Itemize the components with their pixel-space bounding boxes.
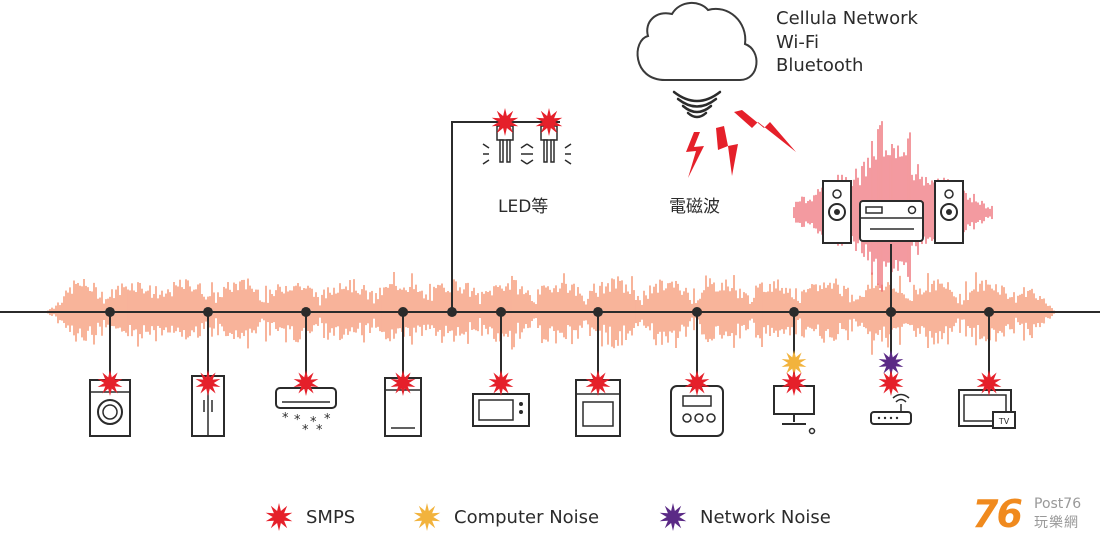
network-noise-marker-icon (658, 502, 688, 532)
junction-node (203, 307, 213, 317)
junction-node (105, 307, 115, 317)
computer-noise-marker-icon (412, 502, 442, 532)
noise-bursts (97, 350, 1002, 396)
legend-item-smps: SMPS (264, 502, 355, 532)
smps-noise-burst (535, 108, 563, 136)
speaker-left-icon (822, 180, 852, 244)
electromagnetic-wave-icon (686, 110, 796, 178)
junction-node (398, 307, 408, 317)
smps-marker-icon (264, 502, 294, 532)
junction-node (789, 307, 799, 317)
smps-noise-burst (293, 370, 319, 396)
smps-noise-burst (488, 370, 514, 396)
smps-noise-burst (97, 370, 123, 396)
legend-markers (265, 503, 687, 531)
smps-noise-burst (878, 370, 904, 396)
legend-label: Computer Noise (454, 506, 600, 528)
junction-node (692, 307, 702, 317)
smps-legend-marker (265, 503, 293, 531)
appliance-icons: ******TV (89, 375, 1016, 438)
svg-text:*: * (310, 415, 317, 430)
svg-text:*: * (316, 423, 323, 438)
junction-node (301, 307, 311, 317)
legend-item-computer-noise: Computer Noise (412, 502, 599, 532)
smps-noise-burst (390, 370, 416, 396)
tv-icon: TV (958, 389, 1016, 429)
air-conditioner-icon: ****** (275, 387, 337, 438)
network-noise-burst (878, 350, 904, 376)
cloud-label-line: Wi-Fi (776, 31, 819, 53)
junction-nodes (105, 307, 994, 317)
junction-node (447, 307, 457, 317)
legend-label: SMPS (306, 506, 356, 528)
smps-noise-burst (976, 370, 1002, 396)
junction-node (886, 307, 896, 317)
computer-legend-marker (413, 503, 441, 531)
network-legend-marker (659, 503, 687, 531)
smps-noise-burst (195, 370, 221, 396)
noise-waveform (45, 272, 1055, 355)
legend-label: Network Noise (700, 506, 831, 528)
smps-noise-burst (585, 370, 611, 396)
smps-noise-burst (491, 108, 519, 136)
svg-text:*: * (294, 413, 301, 428)
led-label: LED等 (498, 197, 549, 217)
washing-machine-icon (89, 379, 131, 437)
watermark-chinese: 玩樂網 (1034, 515, 1079, 531)
cloud-icon (636, 2, 758, 81)
svg-text:TV: TV (998, 417, 1010, 426)
cloud-label: Cellula Network Wi-Fi Bluetooth (776, 7, 918, 78)
amplifier-icon (859, 200, 924, 242)
svg-text:*: * (302, 423, 309, 438)
microwave-icon (472, 393, 530, 427)
speaker-right-icon (934, 180, 964, 244)
watermark-logo: 76 Post76 玩樂網 (972, 492, 1096, 536)
watermark-site: Post76 (1034, 496, 1082, 512)
junction-node (984, 307, 994, 317)
legend-item-network-noise: Network Noise (658, 502, 831, 532)
junction-node (593, 307, 603, 317)
cloud-label-line: Bluetooth (776, 55, 864, 76)
svg-text:*: * (282, 411, 289, 426)
wifi-signal-icon (672, 90, 722, 119)
svg-text:*: * (324, 412, 331, 427)
smps-noise-burst (781, 370, 807, 396)
router-icon (870, 393, 912, 425)
junction-node (496, 307, 506, 317)
smps-noise-burst (684, 370, 710, 396)
led-noise-bursts (491, 108, 563, 136)
cloud-label-line: Cellula Network (776, 8, 918, 29)
led-branch-line (451, 121, 560, 312)
watermark-number: 76 (972, 492, 1023, 536)
electromagnetic-label: 電磁波 (669, 197, 720, 217)
computer-noise-burst (781, 350, 807, 376)
